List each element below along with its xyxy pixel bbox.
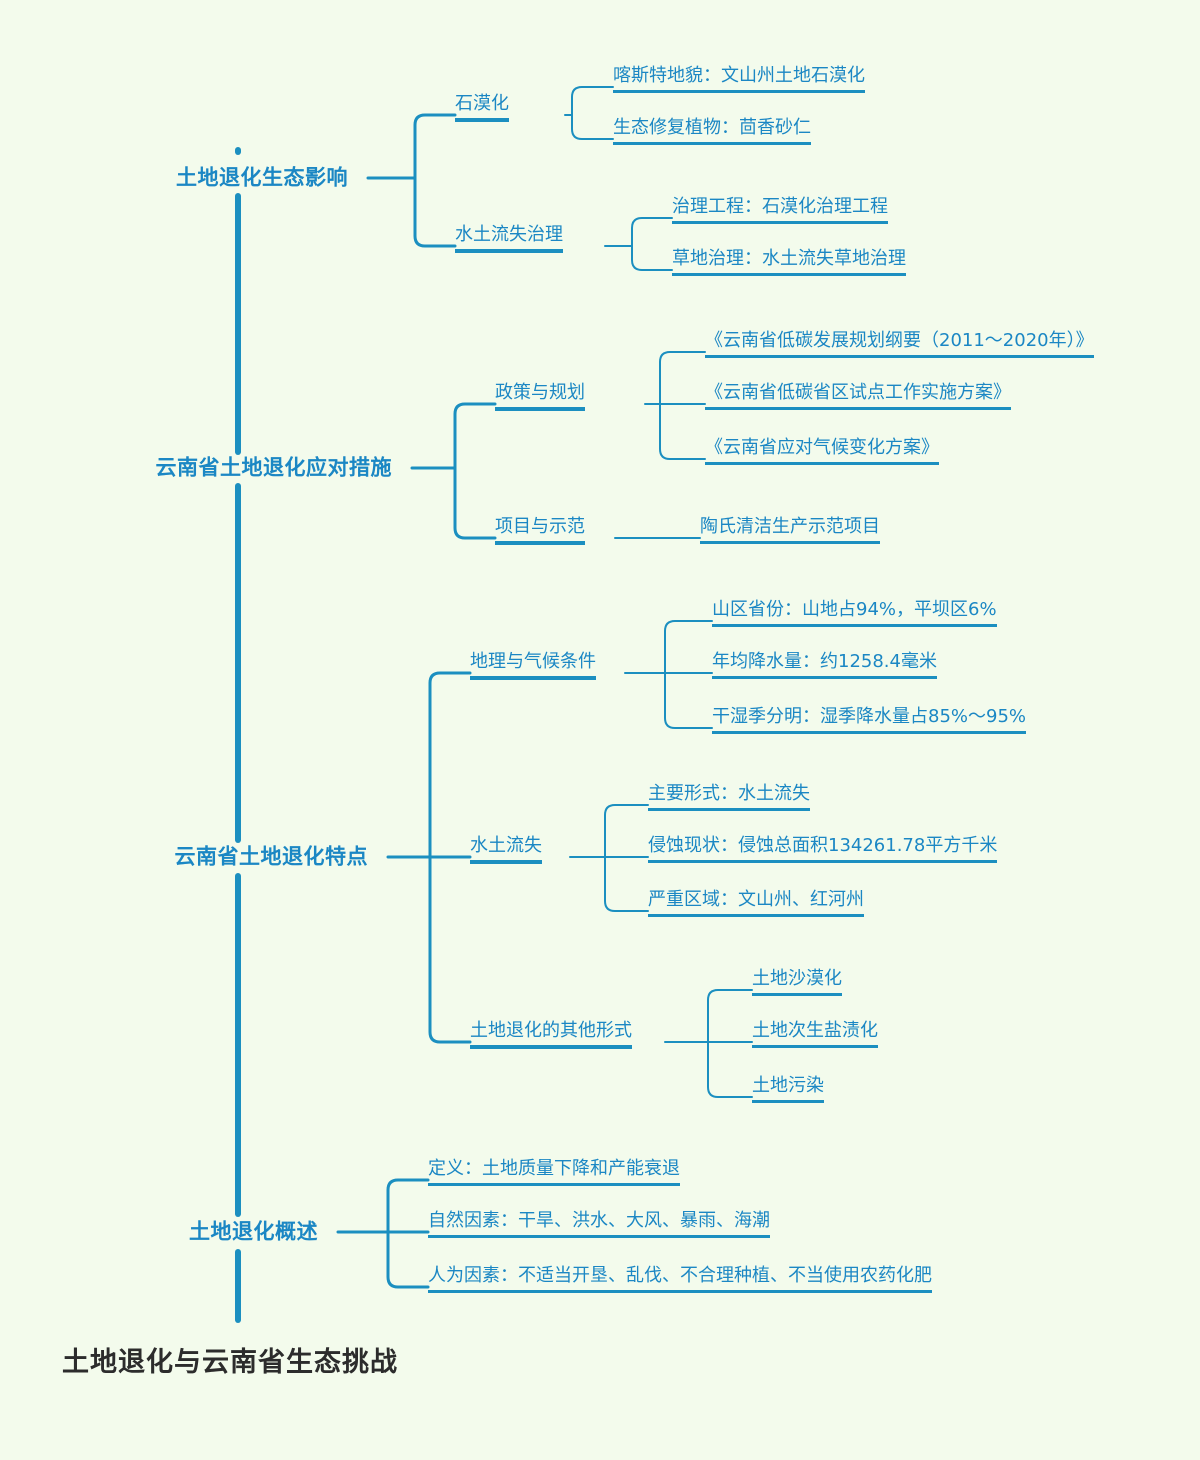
leaf-natural-factors[interactable]: 自然因素：干旱、洪水、大风、暴雨、海潮 bbox=[428, 1212, 770, 1238]
subbranch-label-policy-planning[interactable]: 政策与规划 bbox=[495, 384, 585, 411]
branch-2-connectors bbox=[410, 402, 497, 540]
page-title: 土地退化与云南省生态挑战 bbox=[62, 1347, 398, 1378]
branch-1-child-connectors bbox=[564, 86, 673, 271]
branch-4-connectors bbox=[336, 1178, 430, 1289]
leaf-main-form[interactable]: 主要形式：水土流失 bbox=[648, 785, 810, 811]
branch-label-overview[interactable]: 土地退化概述 bbox=[189, 1219, 318, 1244]
leaf-karst-landform[interactable]: 喀斯特地貌：文山州土地石漠化 bbox=[613, 67, 865, 93]
subbranch-label-rocky-desertification[interactable]: 石漠化 bbox=[455, 95, 509, 122]
leaf-annual-precipitation[interactable]: 年均降水量：约1258.4毫米 bbox=[712, 653, 937, 679]
leaf-restoration-plant[interactable]: 生态修复植物：茴香砂仁 bbox=[613, 119, 811, 145]
leaf-wet-dry-season[interactable]: 干湿季分明：湿季降水量占85%～95% bbox=[712, 708, 1027, 734]
leaf-land-pollution[interactable]: 土地污染 bbox=[752, 1077, 824, 1103]
subbranch-label-projects-demos[interactable]: 项目与示范 bbox=[495, 518, 585, 545]
branch-label-ecological-impact[interactable]: 土地退化生态影响 bbox=[176, 165, 348, 190]
branch-label-countermeasures[interactable]: 云南省土地退化应对措施 bbox=[155, 455, 392, 480]
leaf-control-project[interactable]: 治理工程：石漠化治理工程 bbox=[672, 198, 888, 224]
subbranch-label-soil-erosion-control[interactable]: 水土流失治理 bbox=[455, 226, 563, 253]
leaf-climate-change-plan[interactable]: 《云南省应对气候变化方案》 bbox=[705, 439, 939, 465]
leaf-secondary-salinization[interactable]: 土地次生盐渍化 bbox=[752, 1022, 878, 1048]
subbranch-label-water-soil-loss[interactable]: 水土流失 bbox=[470, 837, 542, 864]
leaf-grassland-control[interactable]: 草地治理：水土流失草地治理 bbox=[672, 250, 906, 276]
leaf-erosion-status[interactable]: 侵蚀现状：侵蚀总面积134261.78平方千米 bbox=[648, 837, 998, 863]
leaf-low-carbon-pilot-plan[interactable]: 《云南省低碳省区试点工作实施方案》 bbox=[705, 384, 1011, 410]
branch-3-connectors bbox=[386, 671, 472, 1044]
subbranch-label-geo-climate[interactable]: 地理与气候条件 bbox=[470, 653, 596, 680]
branch-label-degradation-features[interactable]: 云南省土地退化特点 bbox=[174, 844, 368, 869]
leaf-desertification[interactable]: 土地沙漠化 bbox=[752, 970, 842, 996]
leaf-mountain-province[interactable]: 山区省份：山地占94%，平坝区6% bbox=[712, 601, 997, 627]
leaf-low-carbon-outline[interactable]: 《云南省低碳发展规划纲要（2011～2020年）》 bbox=[705, 332, 1094, 358]
leaf-human-factors[interactable]: 人为因素：不适当开垦、乱伐、不合理种植、不当使用农药化肥 bbox=[428, 1267, 932, 1293]
leaf-severe-regions[interactable]: 严重区域：文山州、红河州 bbox=[648, 891, 864, 917]
subbranch-label-other-forms[interactable]: 土地退化的其他形式 bbox=[470, 1022, 632, 1049]
branch-1-connectors bbox=[366, 113, 457, 248]
branch-2-child-connectors bbox=[614, 351, 706, 539]
leaf-dow-clean-production[interactable]: 陶氏清洁生产示范项目 bbox=[700, 518, 880, 544]
leaf-definition[interactable]: 定义：土地质量下降和产能衰退 bbox=[428, 1160, 680, 1186]
